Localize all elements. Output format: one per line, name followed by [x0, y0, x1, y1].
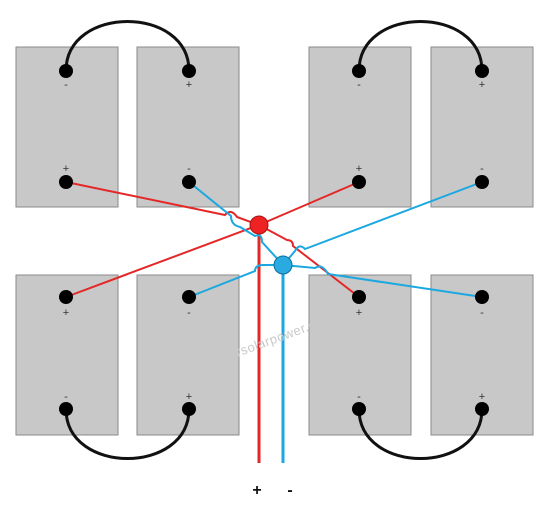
negative-junction [273, 255, 293, 275]
terminal-b5-negative [59, 402, 73, 416]
b6-top-sign: - [187, 307, 191, 319]
b8-bottom-sign: + [479, 391, 485, 403]
terminal-b1-positive [59, 175, 73, 189]
terminal-b2-positive [182, 64, 196, 78]
negative-wire-battery-6 [188, 264, 283, 298]
positive-junction [249, 215, 269, 235]
terminal-b6-positive [182, 402, 196, 416]
b5-top-sign: + [63, 307, 69, 319]
b8-top-sign: - [480, 307, 484, 319]
b7-top-sign: + [356, 307, 362, 319]
terminal-b3-positive [352, 175, 366, 189]
output-positive-label: + [252, 482, 261, 499]
terminal-b6-negative [182, 290, 196, 304]
terminal-b5-positive [59, 290, 73, 304]
terminal-b1-negative [59, 64, 73, 78]
terminal-b7-negative [352, 402, 366, 416]
b1-bottom-sign: + [63, 163, 69, 175]
negative-wire-battery-2 [188, 181, 284, 266]
b5-bottom-sign: - [64, 391, 68, 403]
positive-wire-battery-5 [65, 224, 260, 298]
b1-top-sign: - [64, 79, 68, 91]
negative-wire-battery-8 [282, 264, 483, 298]
jumper-cable-bottom-right [357, 407, 484, 460]
terminal-b2-negative [182, 175, 196, 189]
positive-wire-battery-1 [65, 181, 260, 226]
b6-bottom-sign: + [186, 391, 192, 403]
terminal-b8-positive [475, 402, 489, 416]
b3-top-sign: - [357, 79, 361, 91]
positive-wire-battery-7 [258, 224, 360, 298]
terminal-b8-negative [475, 290, 489, 304]
negative-wire-battery-4 [282, 181, 483, 266]
terminal-b3-negative [352, 64, 366, 78]
terminal-b7-positive [352, 290, 366, 304]
jumper-cable-top-right [357, 20, 484, 73]
b4-top-sign: + [479, 79, 485, 91]
terminal-b4-negative [475, 175, 489, 189]
positive-wire-battery-3 [258, 181, 360, 226]
b3-bottom-sign: + [356, 163, 362, 175]
output-negative-label: - [287, 482, 292, 499]
b2-bottom-sign: - [187, 163, 191, 175]
b7-bottom-sign: - [357, 391, 361, 403]
b4-bottom-sign: - [480, 163, 484, 175]
b2-top-sign: + [186, 79, 192, 91]
terminal-b4-positive [475, 64, 489, 78]
jumper-cable-bottom-left [64, 407, 191, 460]
jumper-cable-top-left [64, 20, 191, 73]
